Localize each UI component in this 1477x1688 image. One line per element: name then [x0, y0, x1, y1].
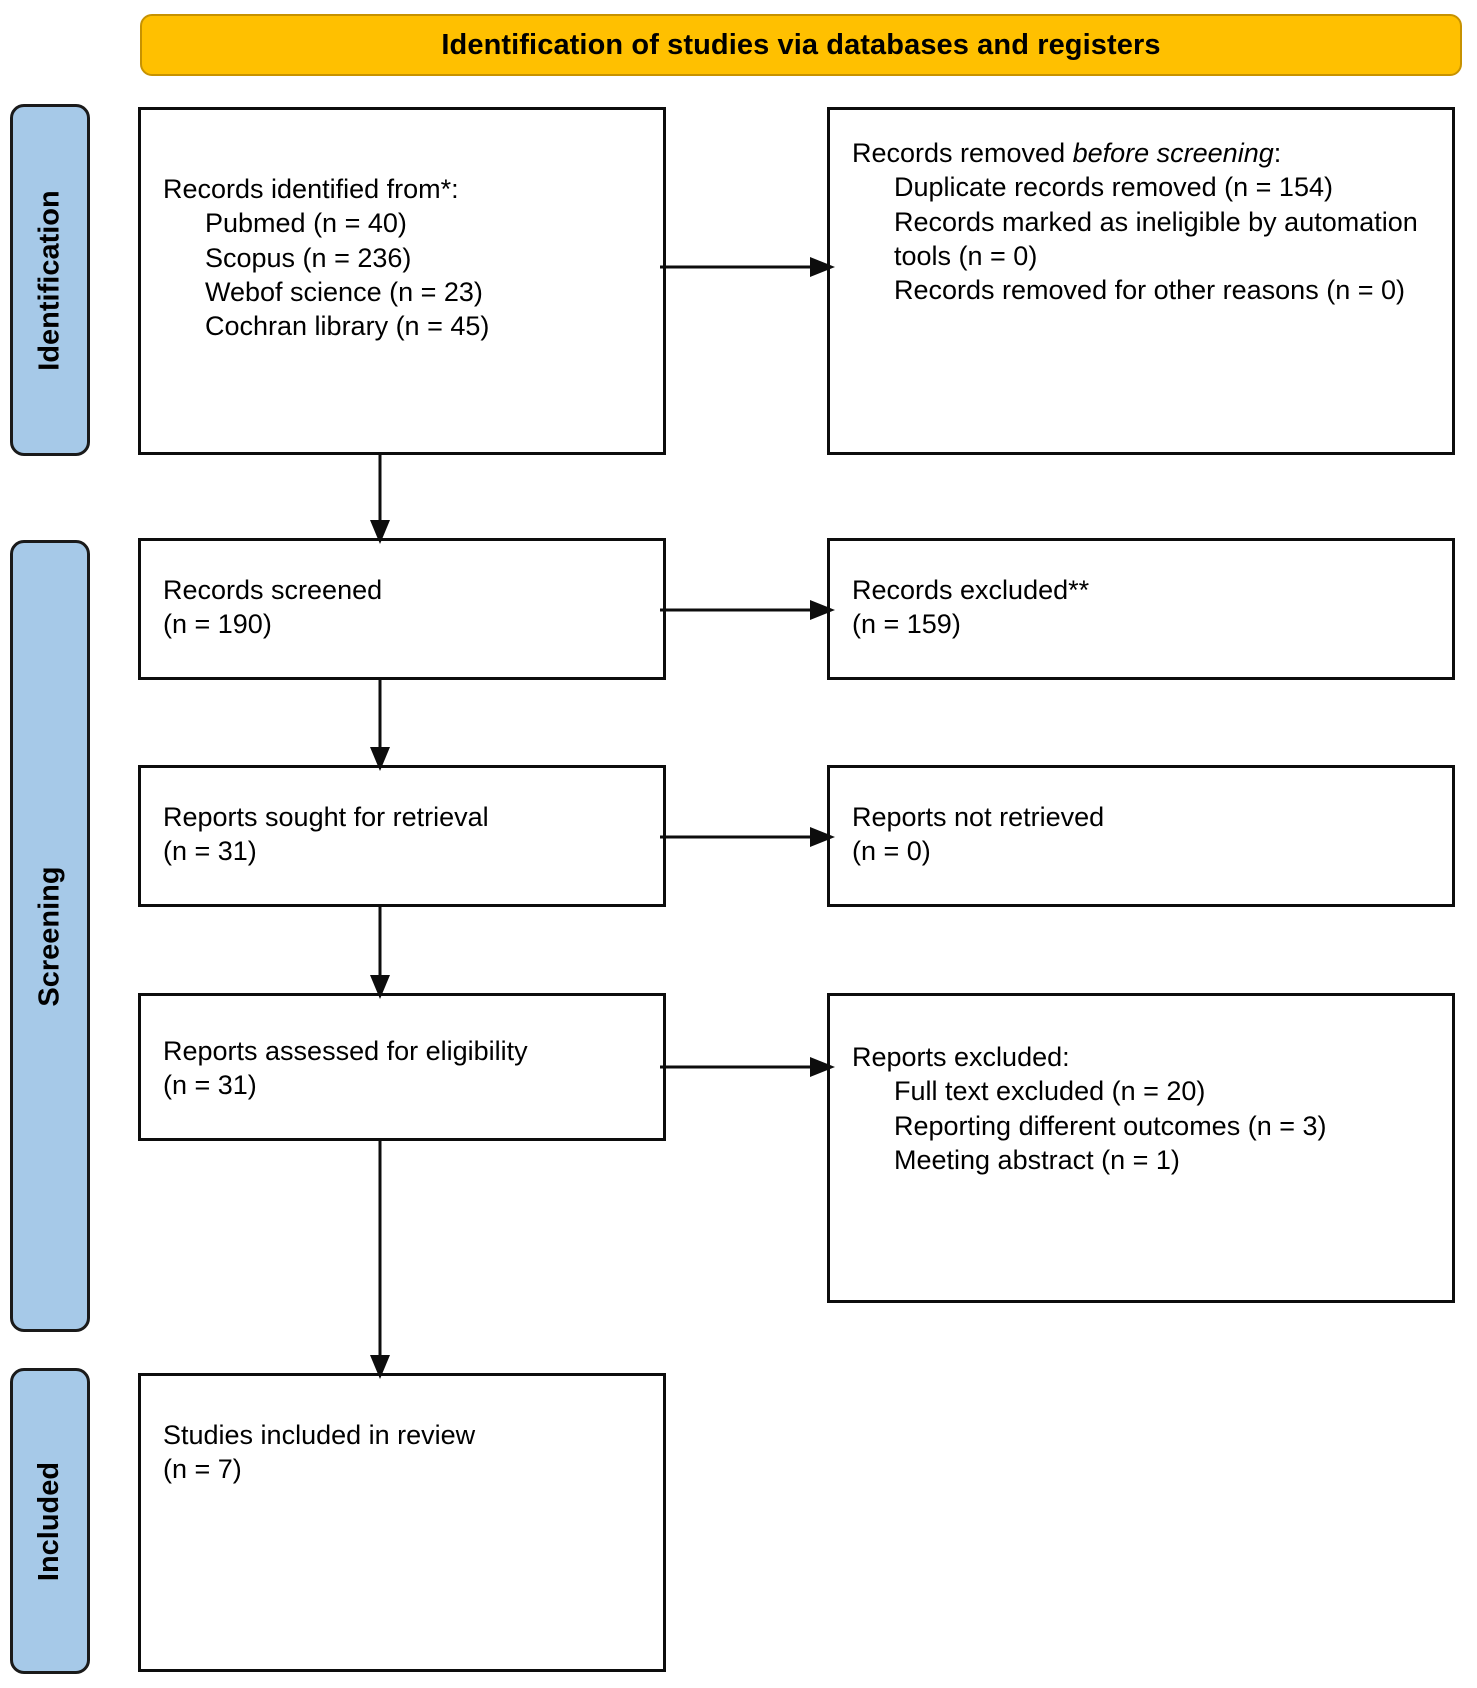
box-records-identified: Records identified from*: Pubmed (n = 40… — [138, 107, 666, 455]
source-cochrane-library: Cochran library (n = 45) — [205, 311, 490, 342]
removed-ineligible-automation: Records marked as ineligible by automati… — [894, 206, 1418, 271]
box-records-identified-text: Records identified from*: Pubmed (n = 40… — [163, 172, 649, 343]
box-reports-assessed-text: Reports assessed for eligibility (n = 31… — [163, 1034, 649, 1103]
box-records-excluded: Records excluded** (n = 159) — [827, 538, 1455, 680]
stage-band-identification: Identification — [10, 104, 90, 456]
reason-meeting-abstract: Meeting abstract (n = 1) — [894, 1144, 1180, 1175]
arrow-sought-to-assessed — [368, 904, 392, 999]
box-reports-assessed-for-eligibility: Reports assessed for eligibility (n = 31… — [138, 993, 666, 1141]
removed-other-reasons: Records removed for other reasons (n = 0… — [894, 275, 1405, 306]
stage-band-included: Included — [10, 1368, 90, 1674]
reports-sought-label: Reports sought for retrieval — [163, 802, 489, 832]
arrow-screened-to-excluded — [660, 598, 835, 622]
reports-not-retrieved-count: (n = 0) — [852, 836, 931, 867]
source-web-of-science: Webof science (n = 23) — [205, 276, 483, 307]
reports-not-retrieved-label: Reports not retrieved — [852, 802, 1105, 832]
reason-reporting-different-outcomes: Reporting different outcomes (n = 3) — [894, 1110, 1327, 1141]
records-screened-count: (n = 190) — [163, 609, 272, 640]
arrow-assessed-to-reports-excluded — [660, 1055, 835, 1079]
diagram-title-banner: Identification of studies via databases … — [140, 14, 1462, 76]
box-reports-not-retrieved: Reports not retrieved (n = 0) — [827, 765, 1455, 907]
arrow-sought-to-not-retrieved — [660, 825, 835, 849]
records-excluded-label: Records excluded** — [852, 575, 1090, 605]
box-reports-sought-text: Reports sought for retrieval (n = 31) — [163, 800, 649, 869]
stage-band-screening: Screening — [10, 540, 90, 1332]
arrow-identified-to-screened — [368, 452, 392, 544]
stage-label-identification: Identification — [33, 189, 66, 371]
records-removed-heading-plain: Records removed — [852, 138, 1073, 168]
box-studies-included-text: Studies included in review (n = 7) — [163, 1418, 649, 1487]
source-scopus: Scopus (n = 236) — [205, 242, 412, 273]
records-identified-heading: Records identified from*: — [163, 174, 459, 204]
reports-assessed-count: (n = 31) — [163, 1070, 257, 1101]
reports-assessed-label: Reports assessed for eligibility — [163, 1036, 528, 1066]
stage-label-included: Included — [33, 1461, 66, 1581]
reports-sought-count: (n = 31) — [163, 836, 257, 867]
reason-full-text-excluded: Full text excluded (n = 20) — [894, 1076, 1206, 1107]
box-reports-excluded-text: Reports excluded: Full text excluded (n … — [852, 1040, 1438, 1177]
reports-excluded-heading: Reports excluded: — [852, 1042, 1070, 1072]
box-studies-included-in-review: Studies included in review (n = 7) — [138, 1373, 666, 1672]
box-records-screened: Records screened (n = 190) — [138, 538, 666, 680]
box-records-removed-text: Records removed before screening: Duplic… — [852, 136, 1438, 307]
arrow-assessed-to-included — [368, 1138, 392, 1379]
box-reports-sought-for-retrieval: Reports sought for retrieval (n = 31) — [138, 765, 666, 907]
box-reports-not-retrieved-text: Reports not retrieved (n = 0) — [852, 800, 1438, 869]
box-records-screened-text: Records screened (n = 190) — [163, 573, 649, 642]
page-title: Identification of studies via databases … — [441, 28, 1161, 61]
box-records-excluded-text: Records excluded** (n = 159) — [852, 573, 1438, 642]
source-pubmed: Pubmed (n = 40) — [205, 208, 407, 239]
records-excluded-count: (n = 159) — [852, 609, 961, 640]
records-removed-heading-tail: : — [1273, 138, 1282, 168]
arrow-screened-to-sought — [368, 677, 392, 771]
removed-duplicate-records: Duplicate records removed (n = 154) — [894, 172, 1333, 203]
stage-label-screening: Screening — [33, 865, 66, 1007]
studies-included-count: (n = 7) — [163, 1454, 242, 1485]
box-reports-excluded: Reports excluded: Full text excluded (n … — [827, 993, 1455, 1303]
records-removed-heading-italic: before screening — [1072, 138, 1274, 168]
box-records-removed-before-screening: Records removed before screening: Duplic… — [827, 107, 1455, 455]
records-screened-label: Records screened — [163, 575, 383, 605]
arrow-identified-to-removed — [660, 255, 835, 279]
studies-included-label: Studies included in review — [163, 1420, 476, 1450]
